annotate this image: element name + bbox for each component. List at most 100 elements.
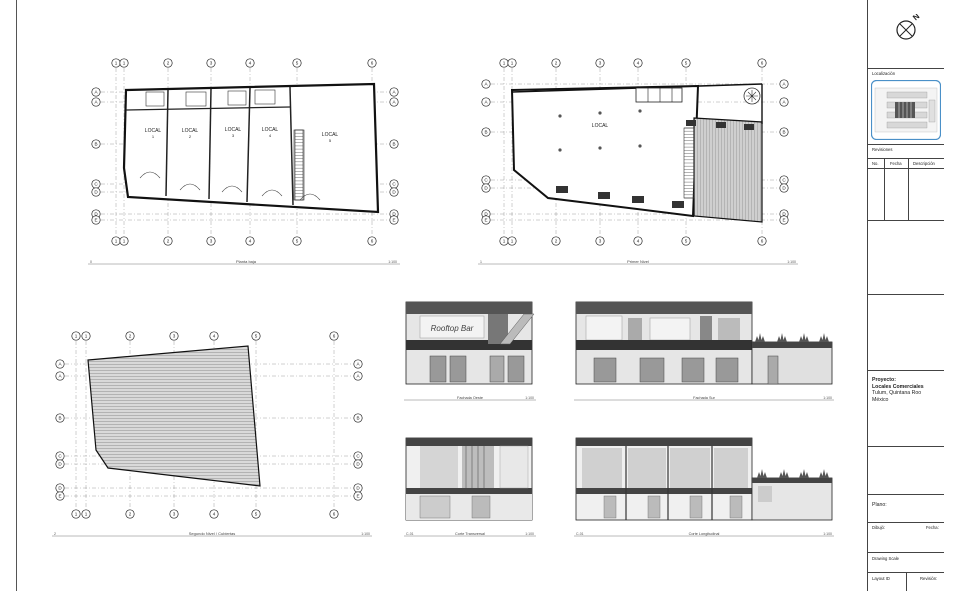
dibujo-label: Dibujó: [872, 525, 886, 530]
plant-icon [799, 333, 809, 342]
plan3-row-bubble: D [353, 483, 363, 493]
plan1-col-bubble: 4 [245, 236, 255, 246]
plan2-col-bubble: 6 [757, 236, 767, 246]
plan2-stairs [683, 127, 695, 199]
svg-text:C: C [484, 178, 488, 183]
plan1-local-5-num: 5 [329, 138, 332, 143]
svg-text:1: 1 [75, 334, 78, 339]
plan1-row-bubble: E [91, 215, 101, 225]
plant-icon [779, 469, 789, 478]
plan3-row-bubble: B [55, 413, 65, 423]
plan1-local-1: LOCAL [145, 128, 162, 134]
svg-text:A: A [356, 362, 360, 367]
plan1-row-bubble: B [389, 139, 399, 149]
plan2-row-bubble: A [779, 79, 789, 89]
svg-text:D: D [58, 486, 62, 491]
plan1-row-bubble: D [91, 187, 101, 197]
plan2-scale: 1:100 [787, 260, 796, 264]
plant-icon [799, 469, 809, 478]
svg-text:5: 5 [255, 512, 258, 517]
elevation-west: Rooftop Bar Fachada Oeste 1:100 [404, 301, 536, 401]
plan1-col-bubble: 6 [367, 236, 377, 246]
plan2-col-bubble: 5 [681, 236, 691, 246]
svg-text:C: C [356, 454, 360, 459]
svg-text:2: 2 [129, 512, 132, 517]
svg-text:1: 1 [511, 61, 514, 66]
plant-icon [777, 333, 787, 342]
plan1-row-bubble: C [389, 179, 399, 189]
svg-text:2: 2 [129, 334, 132, 339]
svg-text:1: 1 [115, 239, 118, 244]
plano-label: Plano: [872, 502, 887, 508]
plan3-col-bubble: 4 [209, 331, 219, 341]
plant-icon [757, 469, 767, 478]
svg-text:B: B [58, 416, 61, 421]
section-longitudinal: C-01 Corte Longitudinal 1:100 [574, 437, 834, 537]
plan1-row-bubble: A [91, 87, 101, 97]
plan1-row-bubble: E [389, 215, 399, 225]
plan3-col-bubble: 2 [125, 509, 135, 519]
svg-text:5: 5 [685, 61, 688, 66]
svg-text:6: 6 [371, 61, 374, 66]
svg-text:E: E [356, 494, 359, 499]
svg-text:2: 2 [555, 239, 558, 244]
elev2-scale: 1:100 [823, 396, 832, 400]
svg-text:E: E [484, 218, 487, 223]
rooftop-bar-sign: Rooftop Bar [431, 324, 474, 333]
svg-text:1: 1 [123, 61, 126, 66]
plan2-col-bubble: 2 [551, 236, 561, 246]
plan2-col-bubble: 1 [499, 236, 509, 246]
svg-text:5: 5 [296, 239, 299, 244]
plant-icon [819, 469, 829, 478]
plan2-col-bubble: 5 [681, 58, 691, 68]
plan3-col-bubble: 2 [125, 331, 135, 341]
plan2-title: Primer Nivel [627, 259, 649, 264]
svg-text:A: A [94, 100, 98, 105]
svg-text:4: 4 [249, 61, 252, 66]
svg-text:B: B [484, 130, 487, 135]
svg-text:1: 1 [503, 61, 506, 66]
svg-text:D: D [94, 212, 98, 217]
svg-text:1: 1 [503, 239, 506, 244]
svg-text:A: A [58, 374, 62, 379]
elev2-title: Fachada Sur [693, 396, 715, 400]
proyecto-label: Proyecto: [872, 377, 896, 383]
section-transversal: C-01 Corte Transversal 1:100 [404, 437, 536, 537]
plan2-col-bubble: 1 [499, 58, 509, 68]
plan3-col-bubble: 1 [81, 331, 91, 341]
plan2-row-bubble: D [779, 183, 789, 193]
svg-text:D: D [94, 190, 98, 195]
plan1-col-bubble: 6 [367, 58, 377, 68]
sec2-title: Corte Longitudinal [689, 532, 720, 536]
svg-text:A: A [782, 100, 786, 105]
plan2-col-bubble: 3 [595, 58, 605, 68]
plan2-row-bubble: A [779, 97, 789, 107]
north-arrow-icon: N [896, 14, 920, 40]
plan3-row-bubble: B [353, 413, 363, 423]
svg-text:A: A [782, 82, 786, 87]
plan3-row-bubble: D [55, 483, 65, 493]
plan3-col-bubble: 1 [71, 509, 81, 519]
proyecto-city: Tulum, Quintana Roo [872, 390, 922, 397]
plan3-col-bubble: 6 [329, 331, 339, 341]
plan2-row-bubble: D [481, 183, 491, 193]
plan3-col-bubble: 6 [329, 509, 339, 519]
plan2-col-bubble: 3 [595, 236, 605, 246]
plan1-row-bubble: A [389, 87, 399, 97]
svg-text:D: D [392, 190, 396, 195]
title-block: N Localización Revisiones No. Fecha Desc… [867, 0, 945, 591]
plan3-title: Segundo Nivel / Cubiertas [189, 531, 235, 536]
svg-text:4: 4 [213, 512, 216, 517]
plan2-row-bubble: B [481, 127, 491, 137]
svg-text:1: 1 [85, 512, 88, 517]
plan2-row-bubble: E [779, 215, 789, 225]
plan1-col-bubble: 3 [206, 236, 216, 246]
plan2-row-bubble: A [481, 97, 491, 107]
svg-text:D: D [782, 212, 786, 217]
plan2-col-bubble: 6 [757, 58, 767, 68]
rev-col-descripcion: Descripción [913, 161, 935, 166]
plan2-row-bubble: C [481, 175, 491, 185]
elev2-plants [755, 333, 829, 342]
plan2-col-bubble: 1 [507, 236, 517, 246]
